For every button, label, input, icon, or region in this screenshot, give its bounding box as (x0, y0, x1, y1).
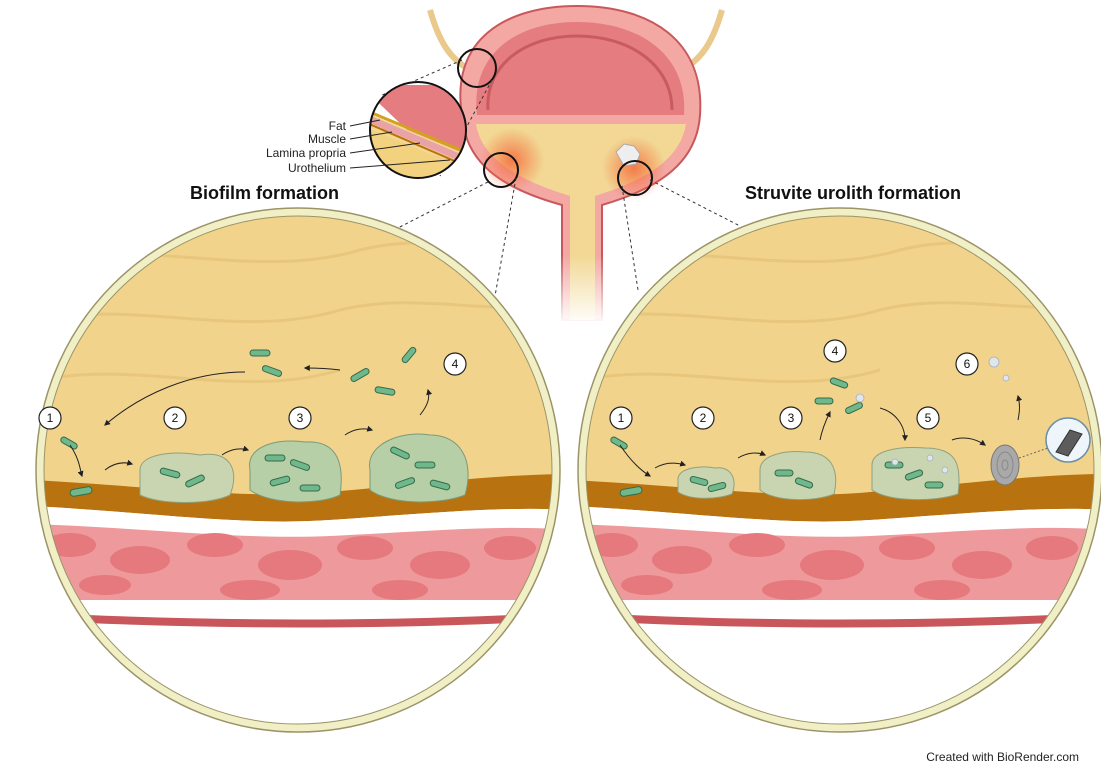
label-lamina-propria: Lamina propria (226, 146, 346, 160)
credit-text: Created with BioRender.com (926, 750, 1079, 764)
biofilm-panel (30, 200, 570, 740)
label-fat: Fat (226, 119, 346, 133)
biofilm-title: Biofilm formation (190, 183, 339, 204)
biofilm-clump-3 (250, 441, 342, 502)
left-ureter (430, 10, 470, 70)
struvite-step-label-3: 3 (788, 411, 795, 425)
struvite-title: Struvite urolith formation (745, 183, 961, 204)
struvite-step-label-6: 6 (964, 357, 971, 371)
biofilm-step-label-2: 2 (172, 411, 179, 425)
urethra-fade (555, 255, 610, 325)
struvite-step-label-5: 5 (925, 411, 932, 425)
struvite-step-label-1: 1 (618, 411, 625, 425)
struvite-urolith (991, 445, 1019, 485)
label-urothelium: Urothelium (226, 161, 346, 175)
label-muscle: Muscle (226, 132, 346, 146)
biofilm-step-label-4: 4 (452, 357, 459, 371)
biofilm-step-label-1: 1 (47, 411, 54, 425)
biofilm-clump-2 (140, 453, 234, 502)
struvite-step-label-2: 2 (700, 411, 707, 425)
biofilm-step-label-3: 3 (297, 411, 304, 425)
struvite-panel (572, 200, 1101, 740)
struvite-step-label-4: 4 (832, 344, 839, 358)
biofilm-clump-3 (760, 452, 836, 500)
